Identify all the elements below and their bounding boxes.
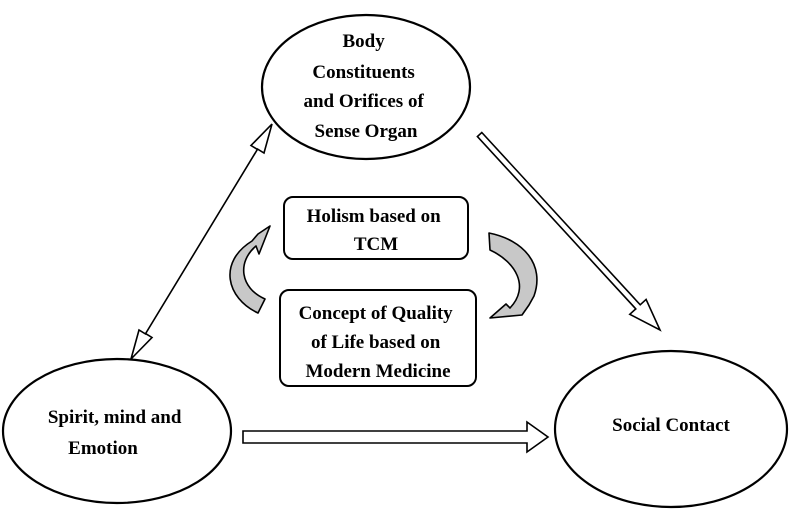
node-body: Body Constituents and Orifices of Sense … bbox=[260, 13, 472, 161]
node-social: Social Contact bbox=[553, 349, 789, 509]
box-quality: Concept of Quality of Life based on Mode… bbox=[279, 289, 477, 387]
node-body-line-3: and Orifices of bbox=[303, 91, 424, 112]
arrow-spirit-to-social bbox=[242, 420, 550, 454]
node-spirit-label: Spirit, mind and Emotion bbox=[48, 407, 186, 459]
node-social-shape bbox=[553, 349, 789, 509]
box-holism-line-2: TCM bbox=[354, 234, 398, 255]
box-quality-label: Concept of Quality of Life based on Mode… bbox=[299, 303, 458, 382]
box-quality-line-2: of Life based on bbox=[311, 332, 441, 353]
node-spirit-line-1: Spirit, mind and bbox=[48, 407, 182, 428]
arrow-body-to-social bbox=[476, 131, 662, 332]
node-social-label: Social Contact bbox=[612, 415, 730, 436]
box-holism-line-1: Holism based on bbox=[307, 206, 442, 227]
box-holism: Holism based on TCM bbox=[283, 196, 469, 260]
node-body-line-4: Sense Organ bbox=[315, 121, 418, 142]
node-body-line-1: Body bbox=[343, 31, 386, 52]
box-quality-line-3: Modern Medicine bbox=[305, 361, 450, 382]
node-social-line-1: Social Contact bbox=[612, 415, 730, 436]
node-spirit-line-2: Emotion bbox=[68, 438, 138, 459]
box-quality-shape bbox=[279, 289, 477, 387]
node-body-label: Body Constituents and Orifices of Sense … bbox=[303, 31, 428, 142]
box-holism-shape bbox=[283, 196, 469, 260]
box-holism-label: Holism based on TCM bbox=[307, 206, 446, 255]
box-quality-line-1: Concept of Quality bbox=[299, 303, 454, 324]
node-body-shape bbox=[260, 13, 472, 161]
node-body-line-2: Constituents bbox=[312, 62, 414, 83]
node-spirit-shape bbox=[1, 357, 233, 505]
node-spirit: Spirit, mind and Emotion bbox=[1, 357, 233, 505]
cycle-arrow-right bbox=[488, 232, 538, 319]
cycle-arrow-left bbox=[229, 225, 271, 314]
